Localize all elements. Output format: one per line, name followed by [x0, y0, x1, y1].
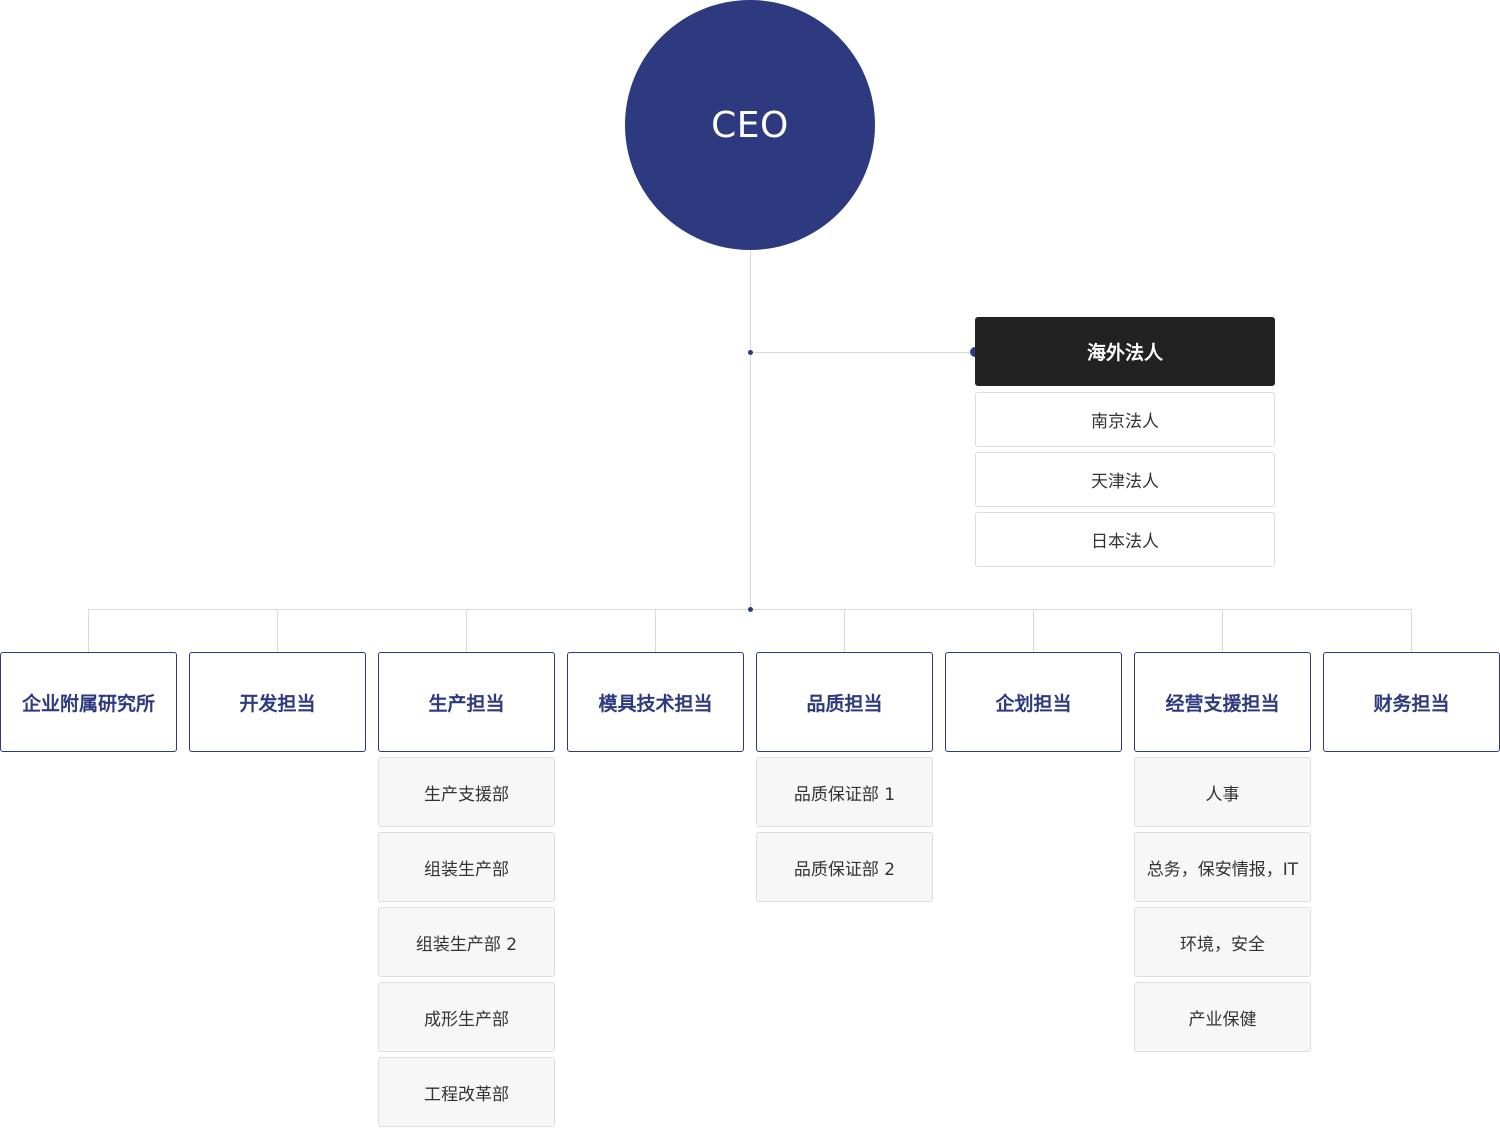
department-drop-line [88, 609, 89, 652]
department-label: 开发担当 [239, 692, 316, 715]
sub-unit-label: 产业保健 [1188, 1009, 1257, 1030]
overseas-item-label: 日本法人 [1091, 532, 1159, 552]
department-junction-dot [748, 607, 753, 612]
sub-unit-label: 人事 [1205, 784, 1240, 805]
department-drop-line [655, 609, 656, 652]
ceo-label: CEO [711, 104, 789, 146]
overseas-horizontal-connector [750, 352, 975, 353]
overseas-list: 南京法人 天津法人 日本法人 [975, 392, 1275, 572]
sub-unit: 品质保证部 1 [756, 757, 933, 827]
department-row: 企业附属研究所 开发担当 生产担当 模具技术担当 品质担当 企划担当 经营支援担… [0, 652, 1500, 752]
overseas-item-label: 天津法人 [1091, 472, 1159, 492]
department-label: 财务担当 [1373, 692, 1450, 715]
department-development: 开发担当 [189, 652, 366, 752]
overseas-item: 日本法人 [975, 512, 1275, 567]
quality-sub-list: 品质保证部 1 品质保证部 2 [756, 757, 933, 907]
ceo-vertical-connector [750, 250, 751, 609]
department-research-institute: 企业附属研究所 [0, 652, 177, 752]
overseas-item: 南京法人 [975, 392, 1275, 447]
sub-unit: 品质保证部 2 [756, 832, 933, 902]
sub-unit-label: 品质保证部 2 [793, 859, 896, 880]
department-drop-line [1411, 609, 1412, 652]
department-drop-line [1222, 609, 1223, 652]
sub-unit: 成形生产部 [378, 982, 555, 1052]
department-label: 企划担当 [995, 692, 1072, 715]
overseas-item-label: 南京法人 [1091, 412, 1159, 432]
sub-unit: 工程改革部 [378, 1057, 555, 1127]
sub-unit-label: 组装生产部 [424, 859, 509, 880]
department-management-support: 经营支援担当 [1134, 652, 1311, 752]
overseas-title: 海外法人 [1086, 342, 1163, 364]
production-sub-list: 生产支援部 组装生产部 组装生产部 2 成形生产部 工程改革部 [378, 757, 555, 1132]
department-drop-line [844, 609, 845, 652]
department-label: 品质担当 [806, 692, 883, 715]
management-support-sub-list: 人事 总务，保安情报，IT 环境，安全 产业保健 [1134, 757, 1311, 1057]
sub-unit: 组装生产部 2 [378, 907, 555, 977]
sub-unit-label: 环境，安全 [1180, 934, 1265, 955]
department-quality: 品质担当 [756, 652, 933, 752]
sub-unit: 产业保健 [1134, 982, 1311, 1052]
sub-unit: 生产支援部 [378, 757, 555, 827]
department-production: 生产担当 [378, 652, 555, 752]
overseas-junction-dot [748, 350, 753, 355]
department-drop-line [466, 609, 467, 652]
department-drop-line [1033, 609, 1034, 652]
sub-unit-label: 生产支援部 [424, 784, 509, 805]
sub-unit-label: 组装生产部 2 [415, 934, 518, 955]
sub-unit-label: 总务，保安情报，IT [1146, 859, 1299, 880]
overseas-item: 天津法人 [975, 452, 1275, 507]
department-mold-technology: 模具技术担当 [567, 652, 744, 752]
sub-unit-label: 成形生产部 [424, 1009, 509, 1030]
department-planning: 企划担当 [945, 652, 1122, 752]
department-label: 模具技术担当 [598, 692, 713, 715]
sub-unit-label: 工程改革部 [424, 1084, 509, 1105]
sub-unit-label: 品质保证部 1 [793, 784, 896, 805]
ceo-node: CEO [625, 0, 875, 250]
sub-unit: 人事 [1134, 757, 1311, 827]
sub-unit: 组装生产部 [378, 832, 555, 902]
department-finance: 财务担当 [1323, 652, 1500, 752]
overseas-title-box: 海外法人 [975, 317, 1275, 386]
department-label: 经营支援担当 [1165, 692, 1280, 715]
department-label: 企业附属研究所 [21, 692, 155, 715]
sub-unit: 总务，保安情报，IT [1134, 832, 1311, 902]
sub-unit: 环境，安全 [1134, 907, 1311, 977]
department-drop-line [277, 609, 278, 652]
department-label: 生产担当 [428, 692, 505, 715]
